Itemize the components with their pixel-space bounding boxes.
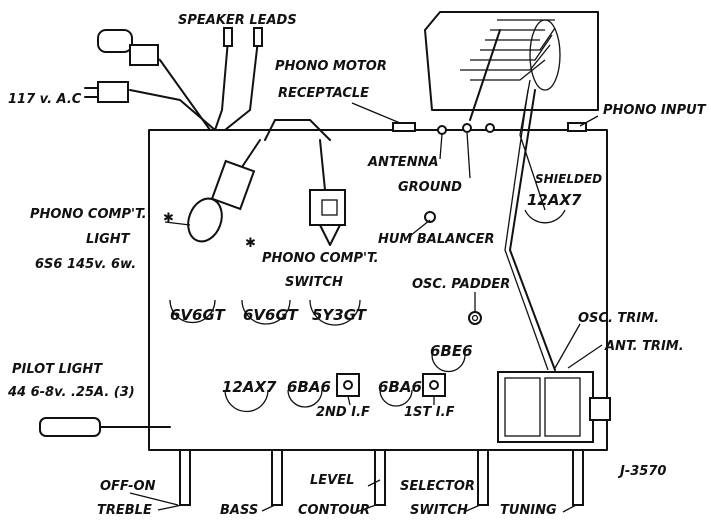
tube-5y3gt: 5Y3GT <box>312 306 368 324</box>
ac-cord <box>84 29 216 131</box>
pilot-light-label-2: 44 6-8v. .25A. (3) <box>7 385 135 400</box>
ref-label: J-3570 <box>617 464 666 479</box>
leader-lines <box>129 102 603 513</box>
antenna-label: ANTENNA <box>367 155 439 170</box>
phono-light-label-2: LIGHT <box>86 232 131 247</box>
shielded-label: SHIELDED <box>535 172 602 186</box>
speaker-leads-plugs <box>214 27 263 131</box>
ant-trim-label: ANT. TRIM. <box>604 339 684 354</box>
tuning-gang <box>497 371 611 443</box>
offon-label: OFF-ON <box>100 479 156 494</box>
ground-terminal <box>462 123 472 133</box>
tube-6be6: 6BE6 <box>430 342 473 360</box>
tube-6ba6-a: 6BA6 <box>287 378 331 396</box>
phono-light-label-1: PHONO COMP'T. <box>30 207 147 222</box>
speaker-leads-label: SPEAKER LEADS <box>178 13 297 28</box>
hum-balancer-label: HUM BALANCER <box>378 232 495 247</box>
osc-padder <box>468 311 482 325</box>
loop-antenna <box>424 11 599 211</box>
level-label: LEVEL <box>310 473 354 488</box>
selector-label: SELECTOR <box>400 479 475 494</box>
phono-input-label: PHONO INPUT <box>603 103 707 118</box>
tube-12ax7-shielded: 12AX7 <box>527 191 582 209</box>
tube-6v6gt-a: 6V6GT <box>170 306 227 324</box>
star-marker-2: ✱ <box>245 236 256 251</box>
phono-input-jack <box>567 122 587 132</box>
phono-motor-label: PHONO MOTOR <box>275 59 387 74</box>
contour-label: CONTOUR <box>298 503 370 518</box>
control-shafts <box>179 449 584 506</box>
phono-light-socket <box>187 119 331 243</box>
tube-12ax7: 12AX7 <box>222 378 277 396</box>
ac-label: 117 v. A.C <box>8 92 82 107</box>
tube-6ba6-b: 6BA6 <box>378 378 422 396</box>
shielded-cable <box>509 89 556 371</box>
star-marker-1: ✱ <box>163 211 174 226</box>
receptacle-label: RECEPTACLE <box>278 86 369 101</box>
phono-switch-label-1: PHONO COMP'T. <box>262 251 379 266</box>
phono-light-label-3: 6S6 145v. 6w. <box>35 257 136 272</box>
phono-motor-receptacle <box>392 122 416 132</box>
pilot-light <box>39 417 171 437</box>
switch-label: SWITCH <box>410 503 468 518</box>
treble-label: TREBLE <box>97 503 152 518</box>
tube-sockets <box>169 209 566 413</box>
hum-balancer-pot <box>424 211 436 223</box>
osc-trim-label: OSC. TRIM. <box>578 311 659 326</box>
tube-6v6gt-b: 6V6GT <box>243 306 300 324</box>
tuning-label: TUNING <box>500 503 557 518</box>
pilot-light-label-1: PILOT LIGHT <box>12 362 103 377</box>
bass-label: BASS <box>220 503 258 518</box>
osc-padder-label: OSC. PADDER <box>412 277 510 292</box>
if2-label: 2ND I.F <box>316 405 370 420</box>
antenna-terminal <box>437 125 447 135</box>
phono-switch <box>309 139 346 246</box>
ground-label: GROUND <box>398 180 462 195</box>
phono-switch-label-2: SWITCH <box>285 275 343 290</box>
if1-label: 1ST I.F <box>404 405 455 420</box>
